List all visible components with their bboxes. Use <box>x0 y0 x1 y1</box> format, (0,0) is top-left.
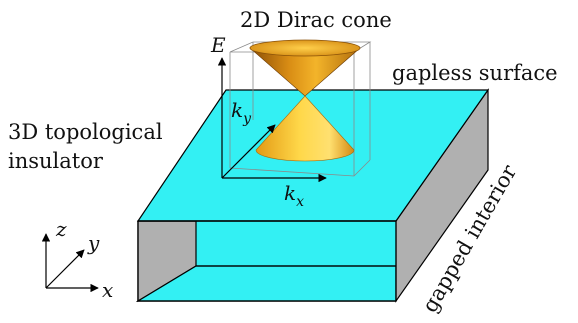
x-axis-label: x <box>102 278 113 302</box>
ky-axis <box>221 124 276 179</box>
kx-axis-label: kx <box>284 181 304 210</box>
dirac-cone-upper <box>249 39 361 97</box>
surface-label: gapless surface <box>392 61 558 85</box>
dirac-cone-lower <box>255 95 355 162</box>
energy-axis-label: E <box>210 33 226 57</box>
z-axis-label: z <box>55 217 67 241</box>
y-axis-label: y <box>87 231 100 255</box>
y-axis <box>45 249 85 289</box>
cone-title: 2D Dirac cone <box>240 8 392 32</box>
insulator-label-line1: 3D topological <box>8 120 163 144</box>
cone-bounding-box <box>229 41 372 177</box>
insulator-label-line2: insulator <box>8 149 104 173</box>
ky-axis-label: ky <box>231 98 252 127</box>
